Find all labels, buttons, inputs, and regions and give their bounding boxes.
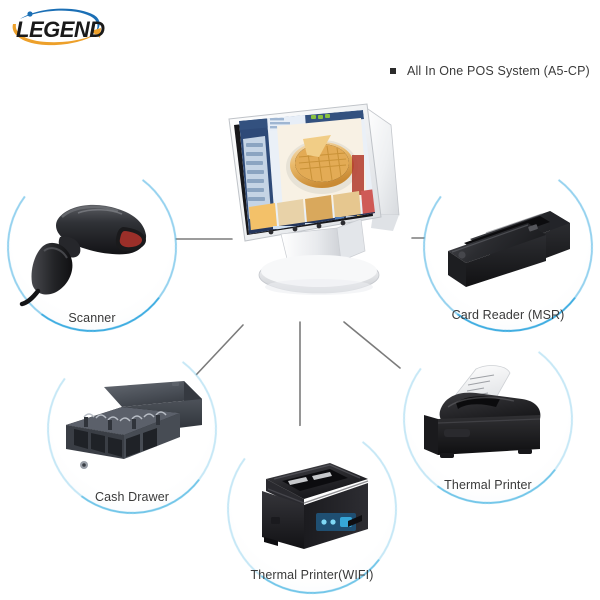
thermal-printer-wifi-caption: Thermal Printer(WIFI): [250, 568, 374, 582]
product-title: All In One POS System (A5-CP): [407, 64, 590, 78]
printer-cover-lever: [444, 429, 470, 437]
msr-led-icon: [528, 224, 538, 232]
pos-terminal-image: [215, 95, 405, 300]
screen-thumbnail-strip: [249, 189, 375, 231]
wifi-printer-paper-edge: [288, 472, 332, 485]
wire-pos-to-thermal-printer: [343, 321, 401, 369]
card-reader-caption: Card Reader (MSR): [451, 308, 565, 322]
square-bullet-icon: [390, 68, 396, 74]
wifi-printer-paper-slot: [282, 469, 348, 491]
thermal-printer-caption: Thermal Printer: [444, 478, 532, 492]
node-pos-terminal[interactable]: [215, 95, 405, 300]
drawer-bill-dividers: [84, 415, 160, 430]
msr-screw-icon: [458, 251, 466, 259]
thermal-printer-image: [418, 357, 558, 473]
pos-home-buttons: [268, 220, 346, 235]
scanner-image: [19, 195, 164, 307]
logo-swoosh-bottom-icon: [12, 24, 102, 46]
brand-logo: LEGEND: [8, 6, 118, 52]
drawer-bill-clips: [83, 411, 167, 422]
scanner-grip: [31, 242, 73, 295]
wifi-printer-body-front: [262, 491, 304, 549]
thermal-printer-wifi-image: [244, 445, 382, 565]
cash-drawer-caption: Cash Drawer: [94, 490, 170, 504]
drawer-housing-top: [104, 381, 202, 407]
node-cash-drawer[interactable]: Cash Drawer: [48, 345, 216, 513]
node-card-reader[interactable]: Card Reader (MSR): [424, 163, 592, 331]
node-thermal-printer[interactable]: Thermal Printer: [404, 335, 572, 503]
pos-rear-foot: [371, 214, 399, 231]
product-title-row: All In One POS System (A5-CP): [390, 64, 590, 78]
scanner-window: [119, 231, 142, 248]
scanner-caption: Scanner: [68, 311, 116, 325]
node-thermal-printer-wifi[interactable]: Thermal Printer(WIFI): [228, 425, 396, 593]
printer-body-front: [438, 415, 540, 455]
cash-drawer-image: [60, 379, 206, 483]
screen-hero-wedge: [303, 135, 331, 157]
msr-front-rail-face: [466, 235, 546, 287]
scanner-cable: [19, 288, 41, 307]
drawer-release-button: [172, 382, 179, 386]
logo-dot-icon: [27, 11, 33, 17]
msr-front-rail-top: [448, 223, 546, 263]
node-scanner[interactable]: Scanner: [8, 163, 176, 331]
drawer-coin-slots: [74, 428, 157, 457]
card-reader-image: [442, 205, 576, 293]
wifi-printer-vent: [271, 517, 280, 524]
logo-wordmark: LEGEND: [16, 17, 105, 42]
